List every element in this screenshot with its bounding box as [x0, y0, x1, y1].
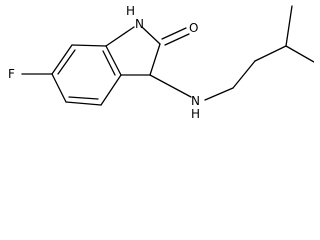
- atom-labels: F H N O N H: [8, 4, 200, 121]
- bond-nh-ch2: [204, 87, 234, 101]
- bond-ch-ch3-right: [285, 45, 314, 63]
- lactam-ring: [105, 26, 161, 76]
- bond-c3-nh: [149, 74, 192, 98]
- bond-c7a-n1: [105, 26, 135, 47]
- aromatic-double-bond-c4-c5: [68, 96, 99, 100]
- carbonyl-oxygen-label: O: [189, 21, 198, 35]
- bond-c3a-c4: [100, 74, 122, 106]
- isopentylamino-chain: [149, 5, 314, 101]
- carbonyl-bond-inner: [164, 33, 190, 46]
- ring-nitrogen-label: N: [135, 17, 144, 31]
- bond-ch-ch3-top: [285, 5, 293, 47]
- bond-c7-c7a: [71, 44, 107, 47]
- benzene-ring: [51, 44, 122, 106]
- amine-nitrogen-label: N: [191, 94, 200, 108]
- carbonyl-bond-outer: [161, 27, 187, 40]
- bond-c6-c7: [51, 44, 73, 75]
- bond-c2-c3: [149, 43, 161, 76]
- fluorine-label: F: [8, 67, 15, 81]
- bond-ch2-ch2: [232, 60, 256, 89]
- bond-n1-c2: [141, 26, 161, 45]
- bond-c7a-c3a: [105, 45, 122, 76]
- bond-ch2-ch: [254, 45, 287, 62]
- aromatic-double-bond-c6-c7: [57, 49, 76, 75]
- carbonyl-group: [161, 27, 190, 46]
- ring-nitrogen-hydrogen-label: H: [126, 4, 135, 18]
- bond-c4-c5: [65, 101, 102, 106]
- aromatic-double-bond-c7a-c3a: [102, 50, 116, 76]
- molecule-structure-diagram: F H N O N H: [8, 4, 314, 121]
- bond-c5-c6: [51, 73, 67, 103]
- amine-nitrogen-hydrogen-label: H: [191, 107, 200, 121]
